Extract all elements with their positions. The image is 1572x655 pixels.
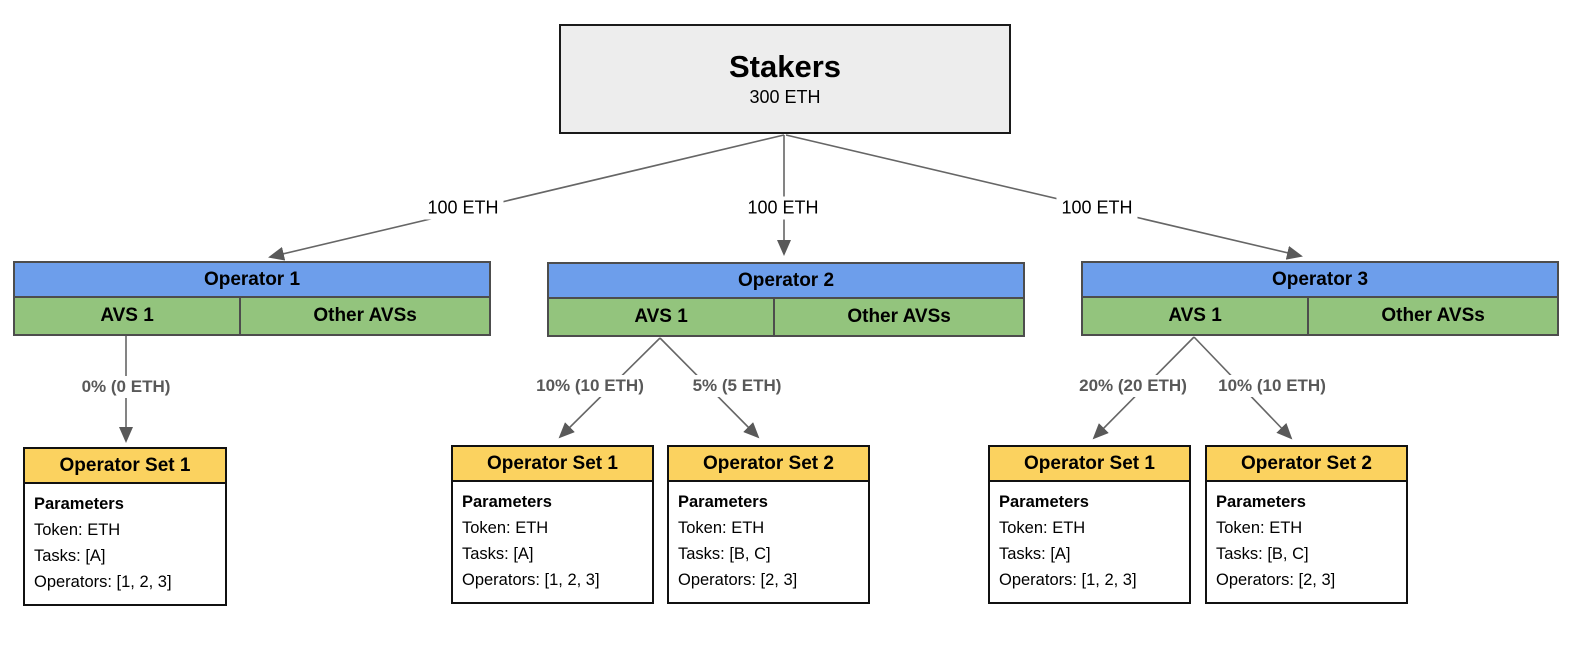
operator-3-title: Operator 3: [1083, 263, 1557, 298]
op1-operator-set-1-card: Operator Set 1 Parameters Token: ETH Tas…: [23, 447, 227, 606]
edge-label-op3-set1-pct: 20% (20 ETH): [1074, 375, 1192, 397]
op2-set2-tasks: Tasks: [B, C]: [678, 545, 771, 563]
operator-1-node: Operator 1 AVS 1 Other AVSs: [13, 261, 491, 336]
op2-set2-title: Operator Set 2: [669, 447, 868, 482]
edge-label-100eth-op3: 100 ETH: [1056, 196, 1138, 220]
edge-label-100eth-op1: 100 ETH: [422, 196, 504, 220]
op3-set1-tasks: Tasks: [A]: [999, 545, 1071, 563]
op2-set1-tasks: Tasks: [A]: [462, 545, 534, 563]
op1-set1-params-label: Parameters: [34, 495, 124, 513]
op1-set1-title: Operator Set 1: [25, 449, 225, 484]
stakers-title: Stakers: [728, 49, 842, 84]
operator-2-node: Operator 2 AVS 1 Other AVSs: [547, 262, 1025, 337]
stakers-amount: 300 ETH: [749, 87, 821, 107]
op3-set1-token: Token: ETH: [999, 519, 1086, 537]
edge-label-op3-set2-pct: 10% (10 ETH): [1213, 375, 1331, 397]
op2-set2-operators: Operators: [2, 3]: [678, 571, 798, 589]
op2-operator-set-2-card: Operator Set 2 Parameters Token: ETH Tas…: [667, 445, 870, 604]
op3-set1-operators: Operators: [1, 2, 3]: [999, 571, 1137, 589]
edge-stakers-operator3: [785, 134, 1303, 260]
edge-label-100eth-op2: 100 ETH: [742, 196, 824, 220]
op1-set1-operators: Operators: [1, 2, 3]: [34, 573, 172, 591]
op1-set1-token: Token: ETH: [34, 521, 121, 539]
op3-set2-params-label: Parameters: [1216, 493, 1306, 511]
stakers-node: Stakers 300 ETH: [559, 24, 1011, 134]
operator-2-title: Operator 2: [549, 264, 1023, 299]
operator-3-avs-1-cell: AVS 1: [1083, 298, 1308, 334]
op3-set2-title: Operator Set 2: [1207, 447, 1406, 482]
op2-set1-title: Operator Set 1: [453, 447, 652, 482]
op3-set2-token: Token: ETH: [1216, 519, 1303, 537]
operator-1-avs-1-cell: AVS 1: [15, 298, 240, 334]
op2-operator-set-1-card: Operator Set 1 Parameters Token: ETH Tas…: [451, 445, 654, 604]
op2-set1-params-label: Parameters: [462, 493, 552, 511]
op3-set2-operators: Operators: [2, 3]: [1216, 571, 1336, 589]
edge-label-op2-set2-pct: 5% (5 ETH): [687, 375, 787, 397]
op2-set2-params-label: Parameters: [678, 493, 768, 511]
op1-set1-tasks: Tasks: [A]: [34, 547, 106, 565]
op2-set2-token: Token: ETH: [678, 519, 765, 537]
operator-1-title: Operator 1: [15, 263, 489, 298]
operator-3-node: Operator 3 AVS 1 Other AVSs: [1081, 261, 1559, 336]
op3-set1-title: Operator Set 1: [990, 447, 1189, 482]
op3-set2-tasks: Tasks: [B, C]: [1216, 545, 1309, 563]
operator-2-other-avss-cell: Other AVSs: [773, 299, 1023, 335]
operator-3-other-avss-cell: Other AVSs: [1307, 298, 1557, 334]
op2-set1-operators: Operators: [1, 2, 3]: [462, 571, 600, 589]
operator-2-avs-1-cell: AVS 1: [549, 299, 774, 335]
op2-set1-token: Token: ETH: [462, 519, 549, 537]
edge-label-op2-set1-pct: 10% (10 ETH): [531, 375, 649, 397]
operator-1-other-avss-cell: Other AVSs: [239, 298, 489, 334]
edge-label-op1-set1-pct: 0% (0 ETH): [76, 376, 176, 398]
op3-operator-set-1-card: Operator Set 1 Parameters Token: ETH Tas…: [988, 445, 1191, 604]
op3-set1-params-label: Parameters: [999, 493, 1089, 511]
edge-stakers-operator1: [268, 134, 785, 261]
op3-operator-set-2-card: Operator Set 2 Parameters Token: ETH Tas…: [1205, 445, 1408, 604]
